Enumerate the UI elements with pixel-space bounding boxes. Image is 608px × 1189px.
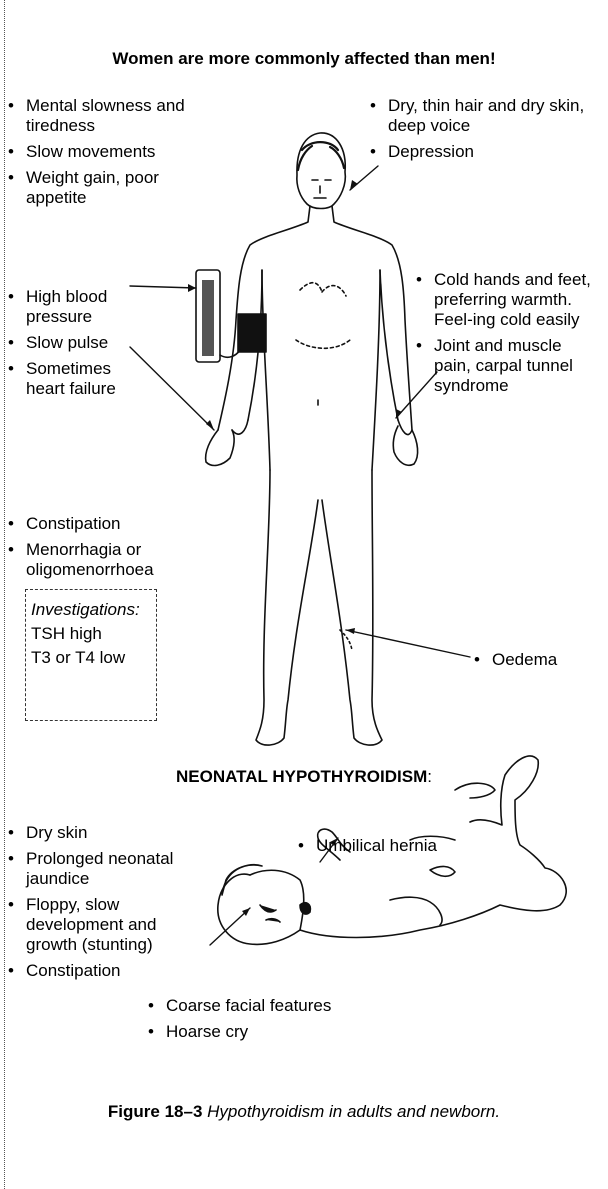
symptom-item: Hoarse cry	[140, 1022, 440, 1042]
symptom-item: Prolonged neonatal jaundice	[0, 849, 205, 889]
adult-figure-illustration	[206, 133, 418, 745]
investigation-line: TSH high	[31, 622, 150, 646]
blood-pressure-gauge-illustration	[196, 270, 266, 362]
adult-right-mid-list: Cold hands and feet, preferring warmth. …	[408, 270, 598, 402]
symptom-item: Sometimes heart failure	[0, 359, 150, 399]
neonatal-heading: NEONATAL HYPOTHYROIDISM:	[0, 767, 608, 787]
investigations-title: Investigations:	[31, 598, 150, 622]
investigation-line: T3 or T4 low	[31, 646, 150, 670]
neonatal-umbilical-list: Umbilical hernia	[290, 836, 530, 862]
symptom-item: Joint and muscle pain, carpal tunnel syn…	[408, 336, 598, 396]
symptom-item: Constipation	[0, 514, 200, 534]
symptom-item: Oedema	[466, 650, 586, 670]
neonatal-bottom-list: Coarse facial features Hoarse cry	[140, 996, 440, 1048]
symptom-item: Depression	[362, 142, 592, 162]
neonatal-left-list: Dry skin Prolonged neonatal jaundice Flo…	[0, 823, 205, 987]
figure-label: Figure 18–3	[108, 1102, 203, 1121]
symptom-item: Coarse facial features	[140, 996, 440, 1016]
symptom-item: Floppy, slow development and growth (stu…	[0, 895, 205, 955]
neonatal-heading-suffix: :	[427, 767, 432, 786]
symptom-item: Mental slowness and tiredness	[0, 96, 205, 136]
symptom-item: Menorrhagia or oligomenorrhoea	[0, 540, 200, 580]
symptom-item: Constipation	[0, 961, 205, 981]
symptom-item: Umbilical hernia	[290, 836, 530, 856]
symptom-item: Slow pulse	[0, 333, 150, 353]
symptom-item: Dry, thin hair and dry skin, deep voice	[362, 96, 592, 136]
figure-caption-text: Hypothyroidism in adults and newborn.	[207, 1102, 500, 1121]
adult-right-top-list: Dry, thin hair and dry skin, deep voice …	[362, 96, 592, 168]
figure-caption: Figure 18–3 Hypothyroidism in adults and…	[0, 1102, 608, 1122]
symptom-item: Weight gain, poor appetite	[0, 168, 205, 208]
symptom-item: High blood pressure	[0, 287, 150, 327]
adult-left-low-list: Constipation Menorrhagia or oligomenorrh…	[0, 514, 200, 586]
symptom-item: Slow movements	[0, 142, 205, 162]
neonatal-heading-text: NEONATAL HYPOTHYROIDISM	[176, 767, 427, 786]
symptom-item: Cold hands and feet, preferring warmth. …	[408, 270, 598, 330]
adult-oedema-list: Oedema	[466, 650, 586, 676]
adult-left-top-list: Mental slowness and tiredness Slow movem…	[0, 96, 205, 214]
adult-left-mid-list: High blood pressure Slow pulse Sometimes…	[0, 287, 150, 405]
symptom-item: Dry skin	[0, 823, 205, 843]
investigations-box: Investigations: TSH high T3 or T4 low	[25, 589, 157, 721]
